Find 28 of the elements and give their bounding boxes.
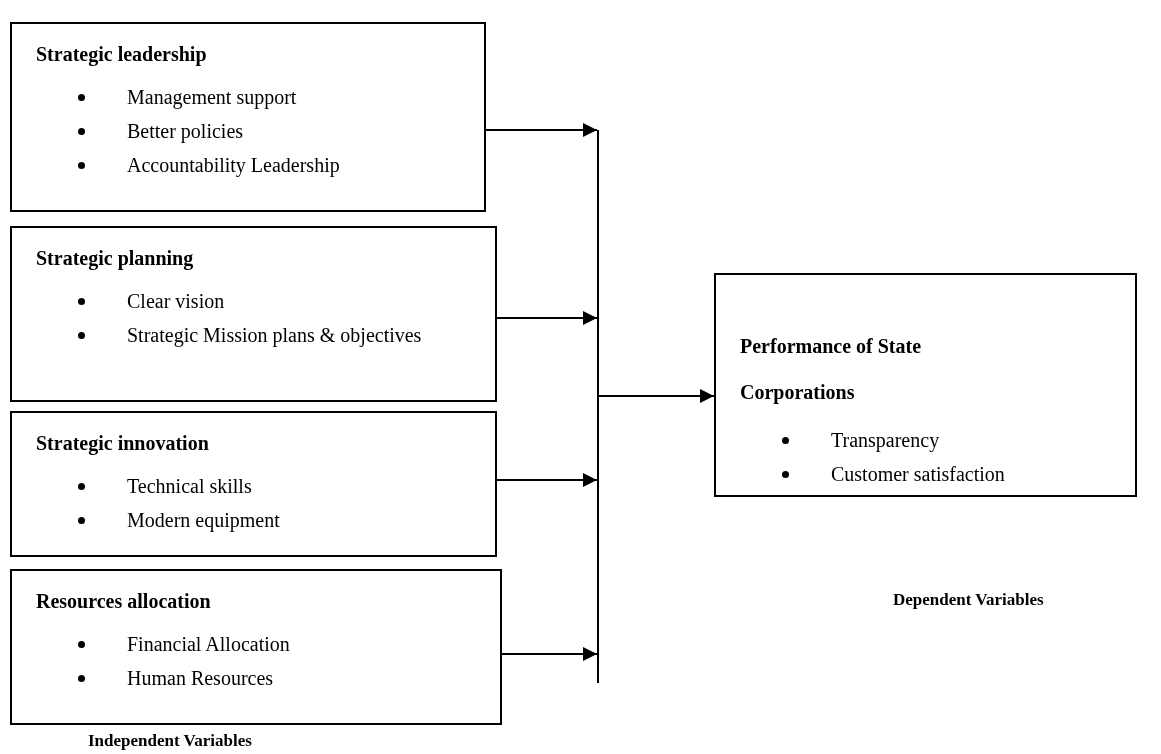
list-item: Transparency xyxy=(831,428,941,453)
list-item: Customer satisfaction xyxy=(831,462,1006,487)
box-heading: Strategic planning xyxy=(36,246,195,272)
arrow xyxy=(501,647,598,661)
box-heading: Strategic leadership xyxy=(36,42,208,68)
list-item: Financial Allocation xyxy=(127,632,291,657)
variable-box xyxy=(10,22,486,212)
arrow xyxy=(496,311,598,325)
list-item: Accountability Leadership xyxy=(127,153,341,178)
variable-box xyxy=(714,273,1137,497)
axis-label: Dependent Variables xyxy=(893,590,1044,610)
variable-box xyxy=(10,226,497,402)
box-heading: Strategic innovation xyxy=(36,431,210,457)
box-heading: Resources allocation xyxy=(36,589,212,614)
list-item: Modern equipment xyxy=(127,508,281,533)
variable-box xyxy=(10,411,497,557)
arrow xyxy=(485,123,598,137)
list-item: Clear vision xyxy=(127,289,226,314)
list-item: Better policies xyxy=(127,119,245,144)
arrow xyxy=(598,389,715,403)
list-item: Technical skills xyxy=(127,474,253,499)
list-item: Human Resources xyxy=(127,666,275,691)
list-item: Strategic Mission plans & objectives xyxy=(127,323,423,348)
list-item: Management support xyxy=(127,85,298,110)
arrow xyxy=(496,473,598,487)
variable-box xyxy=(10,569,502,725)
box-heading: Performance of State Corporations xyxy=(740,334,923,406)
axis-label: Independent Variables xyxy=(88,731,252,751)
